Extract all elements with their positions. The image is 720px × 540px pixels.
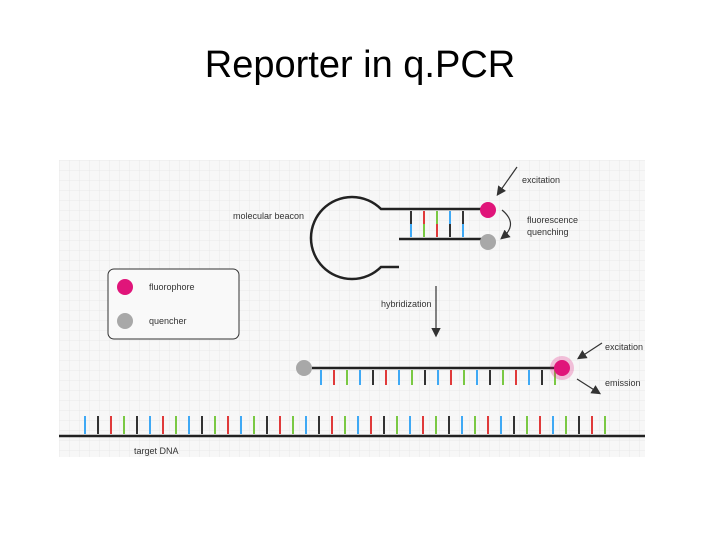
legend-quencher-label: quencher [149, 316, 187, 326]
legend-fluorophore-label: fluorophore [149, 282, 195, 292]
probe-bases [320, 370, 556, 385]
molecular-beacon-label: molecular beacon [233, 211, 304, 221]
legend-fluorophore-swatch [117, 279, 133, 295]
excitation-label-bottom: excitation [605, 342, 643, 352]
legend-box [107, 268, 240, 340]
beacon-loop [309, 195, 399, 281]
excitation-label-top: excitation [522, 175, 560, 185]
molecular-beacon-diagram: excitation fluorescence quenching molecu… [59, 160, 645, 457]
fluorescence-label: fluorescence [527, 215, 578, 225]
target-dna-label: target DNA [134, 446, 179, 456]
hybridization-label: hybridization [381, 299, 432, 309]
beacon-fluorophore [480, 202, 496, 218]
slide-title: Reporter in q.PCR [204, 44, 516, 86]
quenching-arrow [500, 209, 512, 240]
emission-arrow [576, 378, 602, 395]
quenching-label: quenching [527, 227, 569, 237]
probe-quencher [296, 360, 312, 376]
excitation-arrow-bottom [576, 342, 603, 360]
target-dna-bases [84, 416, 606, 434]
excitation-arrow-top [496, 166, 518, 196]
beacon-quencher [480, 234, 496, 250]
probe-fluorophore [554, 360, 570, 376]
legend-quencher-swatch [117, 313, 133, 329]
beacon-stem-base-pairs [410, 211, 464, 237]
emission-label: emission [605, 378, 641, 388]
